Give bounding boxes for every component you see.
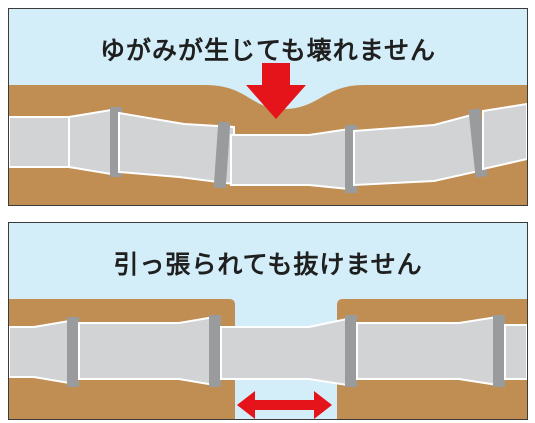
joint-band — [67, 317, 79, 387]
pulling-panel: 引っ張られても抜けません — [8, 222, 528, 420]
joint-band — [493, 315, 505, 387]
deformation-panel: ゆがみが生じても壊れません — [8, 8, 528, 206]
pipe-segment — [482, 102, 527, 171]
joint-band — [345, 315, 357, 387]
pulling-caption: 引っ張られても抜けません — [113, 250, 423, 279]
pipe-segment — [356, 315, 498, 387]
pipe-segment — [220, 317, 348, 387]
pipe-socket — [68, 107, 118, 177]
pipe-assembly — [9, 315, 527, 387]
pressure-arrow — [246, 63, 306, 119]
joint-band — [209, 315, 221, 387]
pipe-assembly — [9, 102, 527, 193]
pipe-segment — [504, 324, 527, 380]
tension-arrow — [237, 391, 332, 419]
deformation-illustration — [9, 63, 527, 205]
pipe-segment — [230, 127, 350, 191]
joint-band — [213, 121, 231, 189]
pulling-illustration — [9, 299, 527, 419]
pipe-segment — [9, 319, 70, 385]
pipe-segment — [78, 315, 215, 387]
deformation-caption: ゆがみが生じても壊れません — [99, 36, 436, 65]
